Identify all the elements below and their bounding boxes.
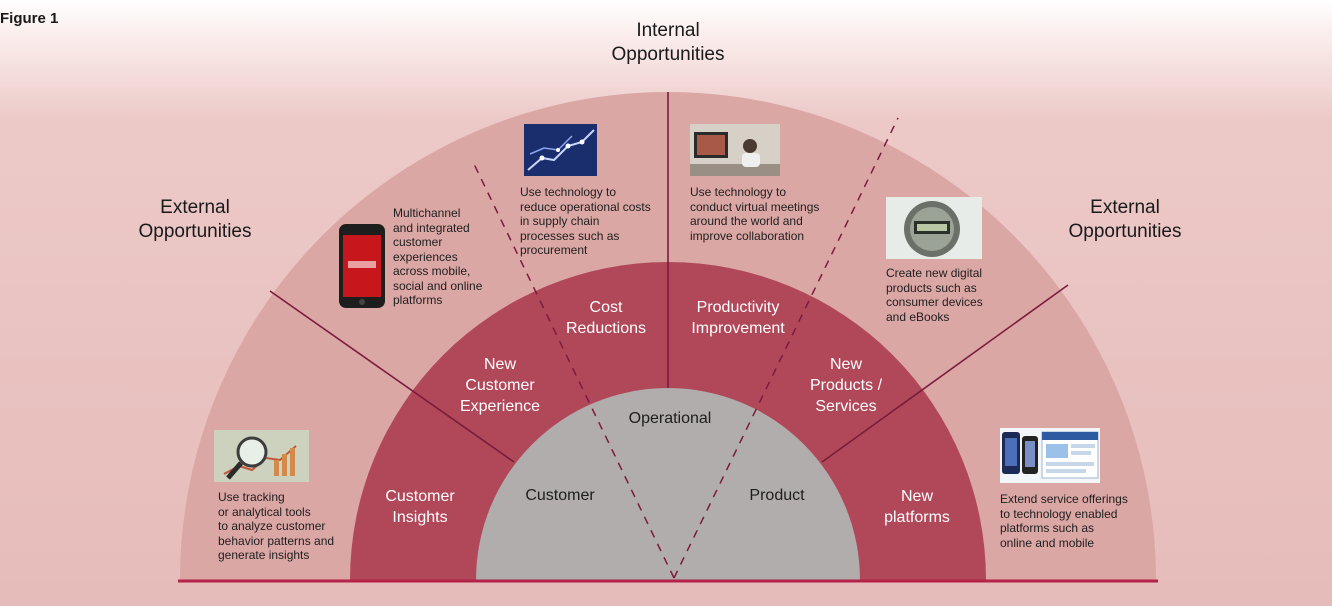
- spoke-line-left: [269, 290, 515, 463]
- core-semicircle: [476, 388, 860, 580]
- video-conference-photo: [690, 124, 780, 176]
- description-digital-products: Create new digital products such as cons…: [886, 266, 983, 324]
- heading-internal-opportunities: Internal Opportunities: [611, 20, 725, 65]
- dashed-line-left: [473, 163, 675, 579]
- segment-new-customer-experience: New Customer Experience: [459, 356, 541, 415]
- core-label-operational: Operational: [628, 410, 712, 427]
- digital-meter-device-photo: [886, 197, 982, 259]
- heading-external-opportunities-left: External Opportunities: [138, 197, 252, 242]
- description-service-platforms: Extend service offerings to technology e…: [1000, 492, 1128, 550]
- segment-customer-insights: Customer Insights: [385, 488, 455, 526]
- dashed-line-right: [673, 117, 899, 579]
- web-and-mobile-platforms-photo: [1000, 428, 1100, 483]
- core-label-customer: Customer: [525, 487, 595, 504]
- analytics-photo: [214, 430, 309, 482]
- description-virtual-meetings: Use technology to conduct virtual meetin…: [690, 185, 820, 243]
- core-label-product: Product: [749, 487, 805, 504]
- figure-label: Figure 1: [0, 10, 59, 27]
- description-supply-chain: Use technology to reduce operational cos…: [520, 185, 651, 257]
- description-multichannel: Multichannel and integrated customer exp…: [393, 206, 483, 307]
- segment-new-products-services: New Products / Services: [809, 356, 883, 415]
- segment-productivity-improvement: Productivity Improvement: [691, 299, 785, 337]
- supply-chain-network-photo: [524, 124, 597, 176]
- segment-cost-reductions: Cost Reductions: [565, 299, 647, 337]
- spoke-line-right: [821, 284, 1069, 463]
- heading-external-opportunities-right: External Opportunities: [1068, 197, 1182, 242]
- segment-new-platforms: New platforms: [884, 488, 950, 526]
- description-analytics: Use tracking or analytical tools to anal…: [218, 490, 335, 562]
- mobile-phone-photo: [338, 223, 386, 309]
